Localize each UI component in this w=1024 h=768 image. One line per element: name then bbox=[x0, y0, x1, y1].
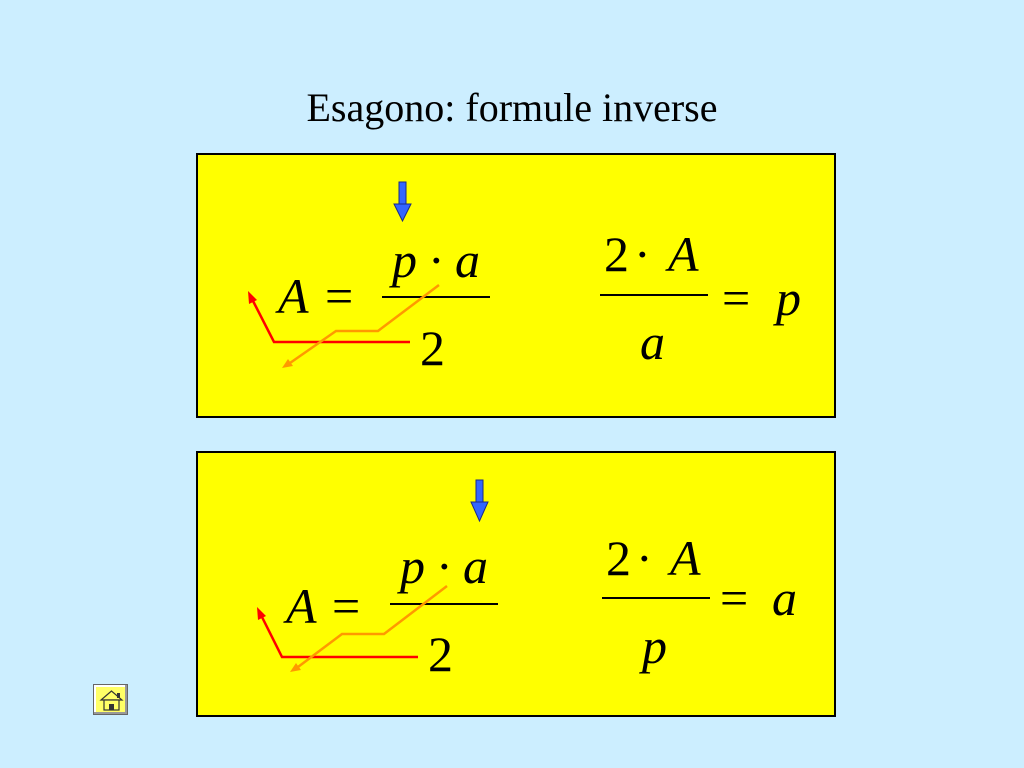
orange-path-arrow-icon bbox=[282, 284, 440, 368]
formula-numerator-dot: · bbox=[428, 232, 445, 288]
formula-panel-1: A = p · a 2 2 · A a = p bbox=[196, 153, 836, 418]
slide-title: Esagono: formule inverse bbox=[306, 85, 718, 130]
inverse-numerator-coef: 2 bbox=[604, 226, 629, 282]
inverse-numerator-var: A bbox=[667, 530, 701, 586]
arrow-down-icon bbox=[470, 479, 489, 523]
home-button[interactable] bbox=[93, 684, 128, 715]
formula-numerator-right: a bbox=[463, 538, 488, 594]
formula-numerator-left: p bbox=[389, 232, 417, 288]
formula-equals: = bbox=[332, 578, 360, 634]
formula-canvas-2: A = p · a 2 2 · A p = a bbox=[257, 479, 797, 682]
red-path-arrow-icon bbox=[248, 291, 410, 344]
formula-lhs: A bbox=[283, 578, 317, 634]
inverse-numerator-var: A bbox=[665, 226, 699, 282]
formula-numerator-right: a bbox=[455, 232, 480, 288]
inverse-numerator-dot: · bbox=[634, 226, 651, 282]
home-icon bbox=[99, 690, 124, 711]
formula-numerator-dot: · bbox=[436, 538, 453, 594]
formula-equals: = bbox=[325, 268, 353, 324]
inverse-equals: = bbox=[722, 270, 750, 326]
formula-panel-2: A = p · a 2 2 · A p = a bbox=[196, 451, 836, 717]
inverse-numerator-dot: · bbox=[636, 530, 653, 586]
inverse-equals: = bbox=[720, 570, 748, 626]
orange-path-arrow-icon bbox=[290, 585, 448, 672]
inverse-result: p bbox=[773, 270, 801, 326]
inverse-denominator: p bbox=[639, 618, 667, 674]
inverse-numerator-coef: 2 bbox=[606, 530, 631, 586]
formula-denominator: 2 bbox=[428, 626, 453, 682]
formula-numerator-left: p bbox=[397, 538, 425, 594]
inverse-result: a bbox=[772, 570, 797, 626]
inverse-denominator: a bbox=[640, 314, 665, 370]
red-path-arrow-icon bbox=[257, 607, 418, 659]
formula-lhs: A bbox=[275, 268, 309, 324]
formula-denominator: 2 bbox=[420, 320, 445, 376]
arrow-down-icon bbox=[393, 181, 412, 223]
formula-canvas-1: A = p · a 2 2 · A a = p bbox=[248, 181, 801, 376]
